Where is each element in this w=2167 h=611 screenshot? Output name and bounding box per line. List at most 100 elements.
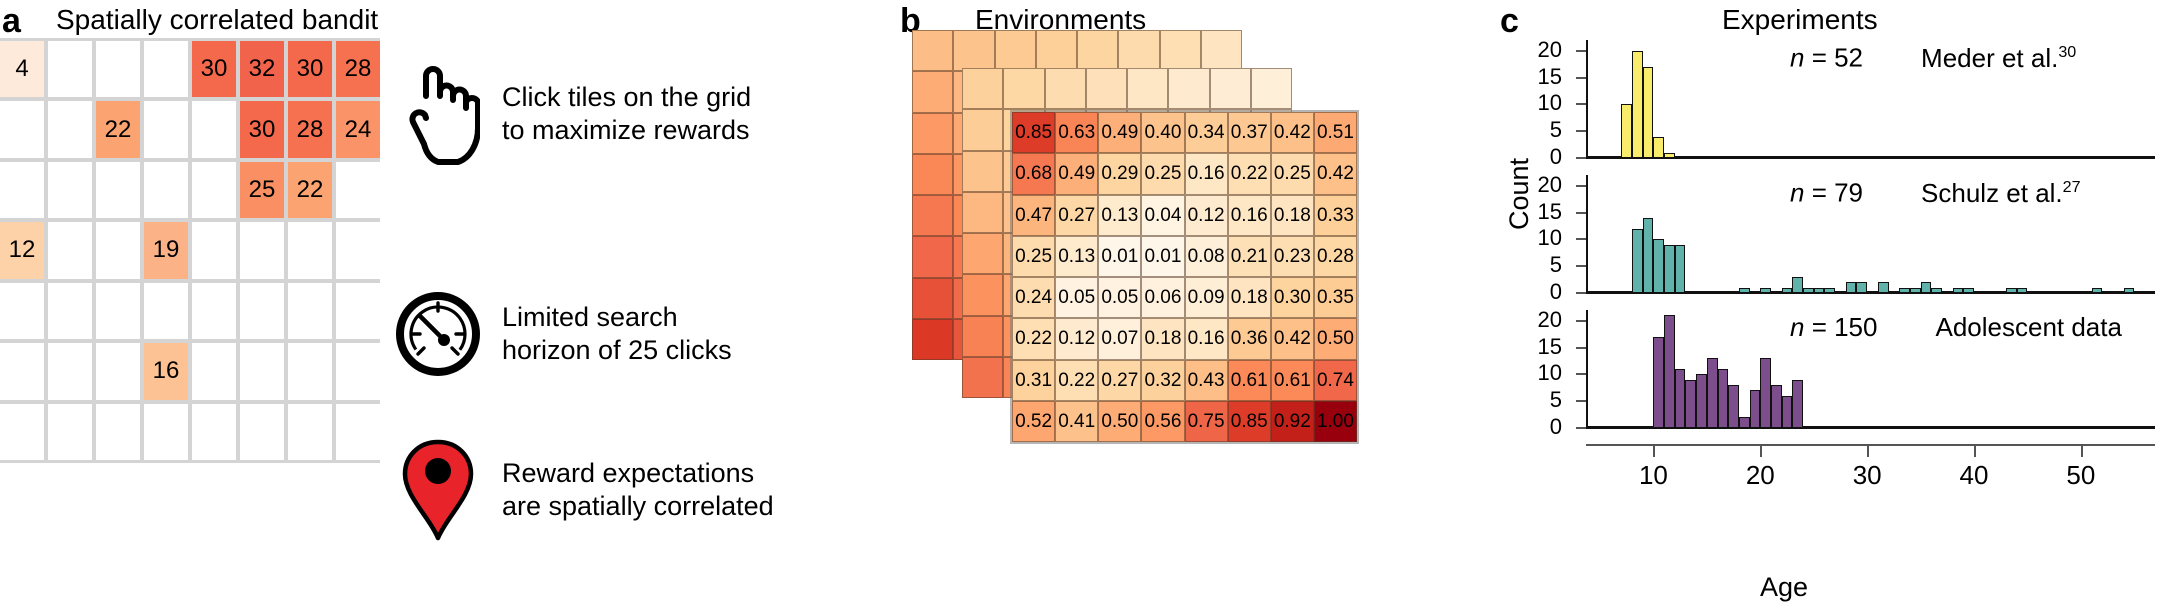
grid-tile-empty[interactable] [48, 101, 92, 158]
histogram-bar [1770, 385, 1782, 428]
heatmap-cell: 0.22 [1227, 153, 1271, 195]
heatmap-cell: 0.22 [1012, 318, 1056, 360]
heatmap-cell: 0.05 [1098, 277, 1142, 319]
histogram-bar [1909, 287, 1921, 293]
grid-tile-empty[interactable] [48, 161, 92, 219]
grid-tile-empty[interactable] [288, 282, 332, 340]
grid-tile-empty[interactable] [288, 343, 332, 400]
grid-tile-revealed[interactable]: 28 [336, 41, 380, 98]
grid-tile-revealed[interactable]: 28 [288, 101, 332, 158]
heatmap-cell [1085, 68, 1127, 110]
grid-tile-empty[interactable] [336, 282, 380, 340]
grid-tile-revealed[interactable]: 30 [288, 41, 332, 98]
grid-tile-empty[interactable] [288, 403, 332, 460]
grid-tile-empty[interactable] [336, 343, 380, 400]
y-tick-label: 20 [1537, 306, 1562, 332]
grid-tile-empty[interactable] [96, 41, 140, 98]
heatmap-cell: 0.30 [1270, 277, 1314, 319]
grid-tile-empty[interactable] [192, 403, 236, 460]
grid-tile-empty[interactable] [288, 222, 332, 279]
grid-tile-empty[interactable] [192, 222, 236, 279]
heatmap-cell: 0.41 [1055, 400, 1099, 442]
grid-tile-empty[interactable] [240, 282, 284, 340]
grid-tile-revealed[interactable]: 22 [288, 161, 332, 219]
grid-tile-empty[interactable] [336, 403, 380, 460]
heatmap-cell [912, 30, 954, 72]
legend-item-click-label: Click tiles on the grid to maximize rewa… [502, 82, 752, 145]
grid-tile-revealed[interactable]: 30 [240, 101, 284, 158]
heatmap-cell: 0.09 [1184, 277, 1228, 319]
heatmap-cell: 0.75 [1184, 400, 1228, 442]
grid-tile-empty[interactable] [0, 161, 44, 219]
heatmap-cell: 0.18 [1270, 194, 1314, 236]
legend-item-correlation-label: Reward expectations are spatially correl… [502, 458, 774, 521]
grid-tile-empty[interactable] [96, 161, 140, 219]
heatmap-cell [912, 277, 954, 319]
grid-tile-empty[interactable] [0, 343, 44, 400]
grid-tile-revealed[interactable]: 12 [0, 222, 44, 279]
grid-tile-revealed[interactable]: 16 [144, 343, 188, 400]
heatmap-cell [1044, 68, 1086, 110]
histogram-bar [2016, 287, 2028, 293]
grid-tile-empty[interactable] [192, 343, 236, 400]
grid-tile-empty[interactable] [192, 282, 236, 340]
heatmap-cell [912, 236, 954, 278]
n-value: = 150 [1804, 312, 1878, 342]
grid-tile-empty[interactable] [96, 282, 140, 340]
y-tick-mark [1576, 103, 1586, 106]
grid-tile-empty[interactable] [48, 403, 92, 460]
grid-tile-empty[interactable] [96, 222, 140, 279]
heatmap-cell: 0.25 [1141, 153, 1185, 195]
grid-tile-empty[interactable] [96, 403, 140, 460]
x-axis-baseline [1586, 156, 2155, 159]
grid-tile-empty[interactable] [0, 101, 44, 158]
grid-tile-empty[interactable] [144, 101, 188, 158]
panel-b-title: Environments [975, 4, 1147, 35]
grid-tile-revealed[interactable]: 24 [336, 101, 380, 158]
n-symbol: n [1790, 177, 1805, 208]
grid-tile-empty[interactable] [96, 343, 140, 400]
grid-tile-revealed[interactable]: 19 [144, 222, 188, 279]
grid-tile-empty[interactable] [48, 282, 92, 340]
heatmap-cell: 0.40 [1141, 112, 1185, 154]
x-tick-mark [2080, 446, 2083, 457]
histogram-bar [2091, 287, 2103, 293]
y-tick-mark [1576, 76, 1586, 79]
n-symbol: n [1790, 42, 1805, 73]
grid-tile-empty[interactable] [240, 403, 284, 460]
grid-tile-revealed[interactable]: 4 [0, 41, 44, 98]
grid-tile-empty[interactable] [48, 41, 92, 98]
heatmap-cell: 0.16 [1227, 194, 1271, 236]
histogram-bar [1632, 228, 1643, 293]
heatmap-cell [912, 318, 954, 360]
grid-tile-empty[interactable] [48, 343, 92, 400]
histogram-bar [1685, 379, 1697, 428]
heatmap-cell [962, 315, 1004, 357]
histogram-bar [1792, 276, 1804, 293]
grid-tile-empty[interactable] [48, 222, 92, 279]
grid-tile-empty[interactable] [240, 222, 284, 279]
grid-tile-empty[interactable] [144, 282, 188, 340]
grid-tile-empty[interactable] [0, 282, 44, 340]
grid-tile-empty[interactable] [0, 403, 44, 460]
grid-tile-empty[interactable] [336, 161, 380, 219]
heatmap-cell: 0.18 [1227, 277, 1271, 319]
grid-tile-empty[interactable] [144, 41, 188, 98]
grid-tile-empty[interactable] [144, 403, 188, 460]
grid-tile-empty[interactable] [192, 101, 236, 158]
grid-tile-empty[interactable] [336, 222, 380, 279]
grid-tile-empty[interactable] [240, 343, 284, 400]
grid-tile-revealed[interactable]: 30 [192, 41, 236, 98]
y-tick-label: 5 [1549, 387, 1562, 413]
grid-tile-empty[interactable] [192, 161, 236, 219]
histogram-bar [1642, 217, 1654, 293]
grid-tile-revealed[interactable]: 22 [96, 101, 140, 158]
grid-tile-revealed[interactable]: 25 [240, 161, 284, 219]
gauge-icon [392, 290, 484, 378]
grid-tile-empty[interactable] [144, 161, 188, 219]
grid-tile-revealed[interactable]: 32 [240, 41, 284, 98]
